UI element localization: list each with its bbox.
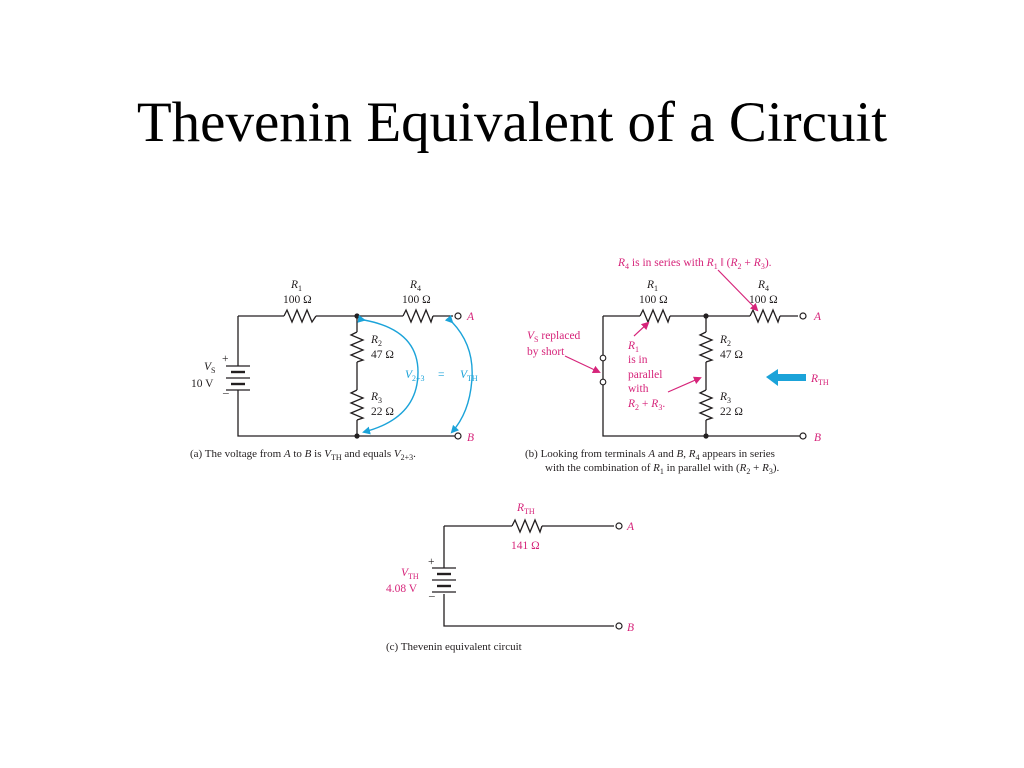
fig-a-r2-value: 47 Ω (371, 349, 394, 361)
fig-b-caption-line1: (b) Looking from terminals A and B, R4 a… (525, 448, 775, 462)
fig-a-r1-value: 100 Ω (283, 294, 312, 306)
fig-b-r4-note-arrow (717, 269, 759, 312)
fig-b-terminal-a[interactable] (799, 312, 807, 320)
fig-b-r3-resistor (698, 389, 714, 421)
fig-c-rth-name: RTH (516, 502, 535, 516)
fig-a-r3-resistor (349, 389, 365, 421)
fig-b-vs-note-line2: by short (527, 346, 565, 358)
fig-b-wire-left (602, 316, 803, 437)
fig-b-rth-arrow (766, 369, 806, 386)
fig-a-vs-name: VS (204, 361, 215, 375)
fig-b-r1-resistor (639, 308, 671, 324)
fig-b-r3-name: R3 (719, 391, 731, 405)
fig-b-terminal-b-label: B (814, 432, 821, 444)
fig-c-battery-symbol (432, 567, 456, 593)
figure-b: R4 is in series with R1 ǁ (R2 + R3). R1 … (525, 257, 829, 476)
fig-a-vs-value: 10 V (191, 378, 214, 390)
fig-a-r1-resistor (283, 308, 317, 324)
fig-b-r4-name: R4 (757, 279, 769, 293)
fig-c-terminal-a-label: A (626, 521, 635, 533)
fig-c-vth-value: 4.08 V (386, 583, 418, 595)
fig-a-v23-label: V2+3 (405, 369, 425, 383)
fig-c-terminal-b[interactable] (615, 622, 623, 630)
fig-b-caption-line2: with the combination of R1 in parallel w… (545, 462, 780, 476)
fig-a-terminal-b-label: B (467, 432, 474, 444)
fig-b-short-bottom (599, 378, 607, 386)
fig-a-plus: + (222, 353, 229, 365)
fig-a-minus: – (222, 387, 229, 399)
fig-c-minus: – (428, 590, 435, 602)
fig-b-r1-note-line2: is in (628, 354, 648, 366)
fig-b-r1-note-arrow (633, 321, 650, 337)
fig-b-r2-name: R2 (719, 334, 731, 348)
fig-b-r23-note-arrow (667, 376, 702, 393)
fig-b-r1-name: R1 (646, 279, 658, 293)
fig-c-caption: (c) Thevenin equivalent circuit (386, 641, 522, 653)
fig-b-r1-note-line3: parallel (628, 369, 662, 381)
fig-c-wire-left (443, 526, 614, 627)
fig-b-node-top (703, 313, 709, 319)
fig-c-terminal-a[interactable] (615, 522, 623, 530)
fig-b-node-bottom (703, 433, 709, 439)
fig-c-rth-value: 141 Ω (511, 540, 540, 552)
fig-b-vs-note-line1: VS replaced (527, 330, 581, 344)
fig-b-r1-note-line5: R2 + R3. (627, 398, 665, 412)
fig-c-terminal-b-label: B (627, 622, 634, 634)
fig-a-r4-resistor (402, 308, 434, 324)
fig-b-short-top (599, 354, 607, 362)
fig-c-plus: + (428, 556, 435, 568)
fig-b-r4-resistor (749, 308, 781, 324)
fig-a-r4-name: R4 (409, 279, 421, 293)
fig-b-terminal-a-label: A (813, 311, 822, 323)
fig-a-terminal-b[interactable] (454, 432, 462, 440)
fig-a-r1-name: R1 (290, 279, 302, 293)
fig-b-rth-label: RTH (810, 373, 829, 387)
fig-b-r3-value: 22 Ω (720, 406, 743, 418)
fig-b-r1-note-line1: R1 (627, 340, 639, 354)
fig-b-r1-note-line4: with (628, 383, 649, 395)
figure-c: RTH 141 Ω VTH 4.08 V + – A B (c) Theveni… (386, 502, 635, 653)
fig-a-r4-value: 100 Ω (402, 294, 431, 306)
fig-a-node-bottom (354, 433, 360, 439)
figure-a: R1 100 Ω R4 100 Ω R2 47 Ω R3 22 Ω VS 10 … (190, 279, 478, 462)
fig-b-r2-resistor (698, 331, 714, 363)
fig-b-r4-note: R4 is in series with R1 ǁ (R2 + R3). (617, 257, 772, 271)
fig-a-vth-label: VTH (460, 369, 478, 383)
fig-a-v23-arrow (357, 314, 419, 435)
fig-a-r2-name: R2 (370, 334, 382, 348)
fig-a-node-top (354, 313, 360, 319)
fig-a-terminal-a-label: A (466, 311, 475, 323)
fig-a-equals: = (438, 369, 445, 381)
fig-a-wire-left (237, 316, 458, 437)
fig-a-terminal-a[interactable] (454, 312, 462, 320)
fig-b-terminal-b[interactable] (799, 432, 807, 440)
fig-a-battery-symbol (226, 365, 250, 391)
fig-c-vth-name: VTH (401, 567, 419, 581)
fig-b-r4-value: 100 Ω (749, 294, 778, 306)
fig-c-rth-resistor (511, 518, 543, 534)
fig-a-r3-value: 22 Ω (371, 406, 394, 418)
fig-a-r2-resistor (349, 331, 365, 363)
fig-a-caption: (a) The voltage from A to B is VTH and e… (190, 448, 416, 462)
fig-a-vth-arrow (444, 314, 473, 434)
fig-b-vs-note-arrow (564, 355, 601, 374)
fig-b-r1-value: 100 Ω (639, 294, 668, 306)
slide-title: Thevenin Equivalent of a Circuit (136, 91, 888, 154)
fig-b-r2-value: 47 Ω (720, 349, 743, 361)
fig-a-r3-name: R3 (370, 391, 382, 405)
